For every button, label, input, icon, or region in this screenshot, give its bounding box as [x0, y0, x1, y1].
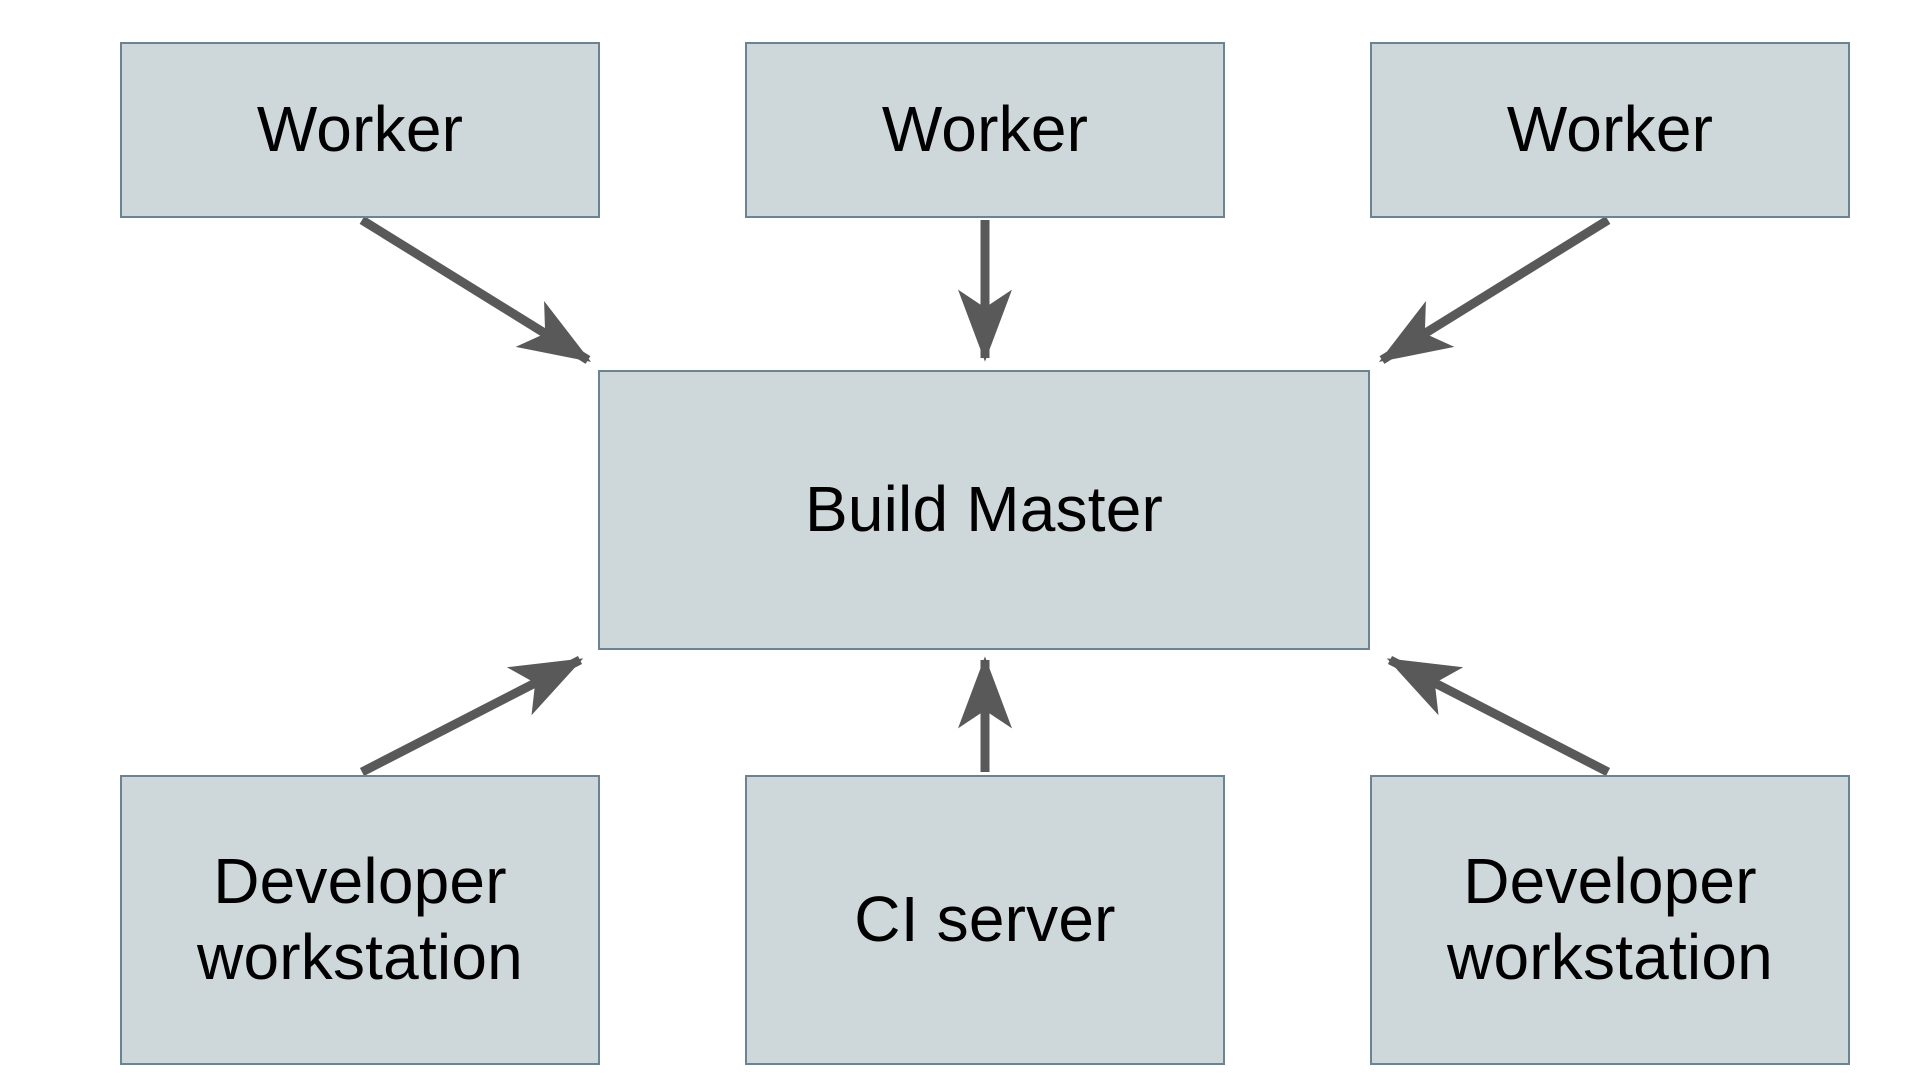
edge-worker-left-to-master — [359, 216, 592, 364]
node-developer-workstation-left[interactable]: Developer workstation — [120, 775, 600, 1065]
node-developer-workstation-left-label: Developer workstation — [197, 845, 523, 993]
node-ci-server-label: CI server — [854, 883, 1116, 956]
node-developer-workstation-right-label: Developer workstation — [1447, 845, 1773, 993]
edge-dev-right-to-master — [1386, 655, 1611, 777]
node-ci-server[interactable]: CI server — [745, 775, 1225, 1065]
node-worker-left[interactable]: Worker — [120, 42, 600, 218]
edge-dev-left-to-master — [359, 655, 584, 777]
node-build-master-label: Build Master — [804, 473, 1164, 546]
node-worker-right[interactable]: Worker — [1370, 42, 1850, 218]
node-worker-left-label: Worker — [256, 93, 464, 166]
node-worker-center-label: Worker — [881, 93, 1089, 166]
node-worker-right-label: Worker — [1506, 93, 1714, 166]
node-worker-center[interactable]: Worker — [745, 42, 1225, 218]
node-build-master[interactable]: Build Master — [598, 370, 1370, 650]
edge-worker-right-to-master — [1378, 216, 1611, 364]
node-developer-workstation-right[interactable]: Developer workstation — [1370, 775, 1850, 1065]
